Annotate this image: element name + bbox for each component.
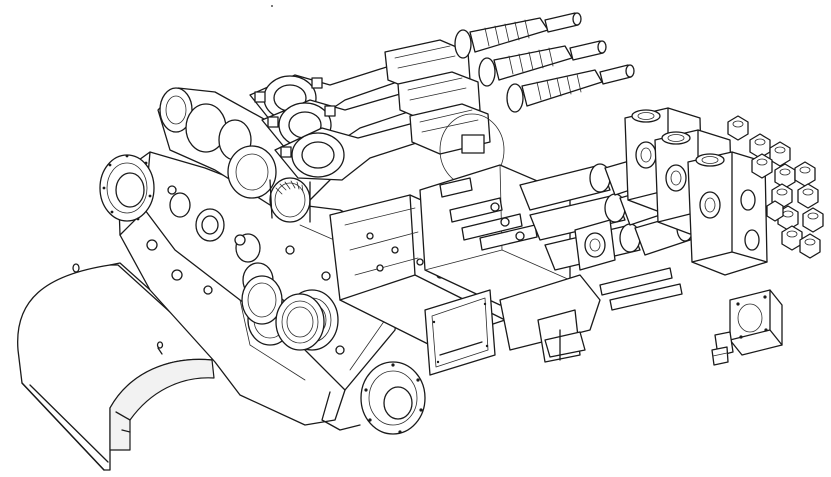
hex-nut-icon	[797, 183, 819, 209]
hex-nut-icon	[794, 161, 816, 187]
hex-nut-icon	[749, 133, 771, 159]
hex-nut-icon	[751, 153, 773, 179]
crankshaft	[157, 87, 331, 223]
inspection-cover	[424, 289, 496, 376]
pony-rods	[454, 12, 635, 113]
hex-nut-icon	[774, 163, 796, 189]
crossheads	[384, 39, 505, 187]
bearing-rings	[241, 275, 325, 351]
crankcase-cover-panel	[17, 262, 216, 471]
square-flange-cover	[711, 289, 783, 366]
fluid-end-modules	[624, 107, 768, 276]
hex-nut-icon	[766, 200, 784, 222]
stray-mark	[271, 5, 273, 7]
valve-caps	[727, 115, 824, 259]
end-flange-ring	[99, 154, 155, 222]
hex-nut-icon	[769, 141, 791, 167]
plungers	[519, 154, 694, 311]
hex-nut-icon	[781, 225, 803, 251]
hex-nut-icon	[799, 233, 821, 259]
hex-nut-icon	[802, 207, 824, 233]
hex-nut-icon	[727, 115, 749, 141]
